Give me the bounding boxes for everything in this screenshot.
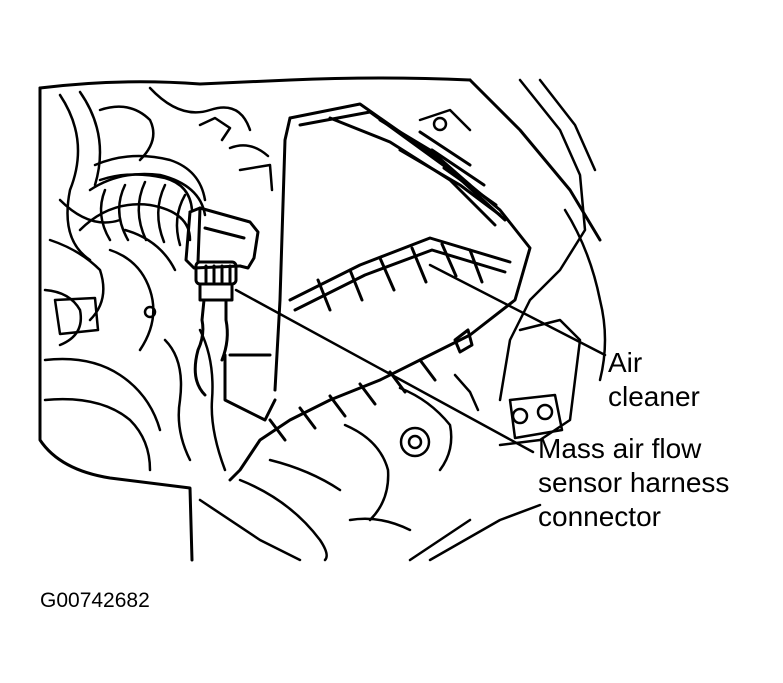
lower-parts [198,458,542,562]
leader-lines [234,263,607,454]
figure-id: G00742682 [40,589,150,612]
maf-connector-label-line-2: sensor harness [538,467,730,498]
air-cleaner-label: Air cleaner [608,346,700,414]
maf-connector-label-line-1: Mass air flow [538,433,702,464]
air-cleaner-label-line-2: cleaner [608,381,700,412]
maf-connector-label: Mass air flow sensor harness connector [538,432,729,534]
maf-connector-label-line-3: connector [538,501,661,532]
scene-outline [38,76,602,562]
air-cleaner-label-line-1: Air [608,347,643,378]
maf-connector-leader [234,288,535,454]
air-cleaner-housing [223,102,532,482]
background-hoses [43,86,274,472]
air-cleaner-leader [428,263,607,357]
right-side-parts [343,78,607,522]
maf-sensor [184,206,260,397]
intake-duct [78,172,207,319]
